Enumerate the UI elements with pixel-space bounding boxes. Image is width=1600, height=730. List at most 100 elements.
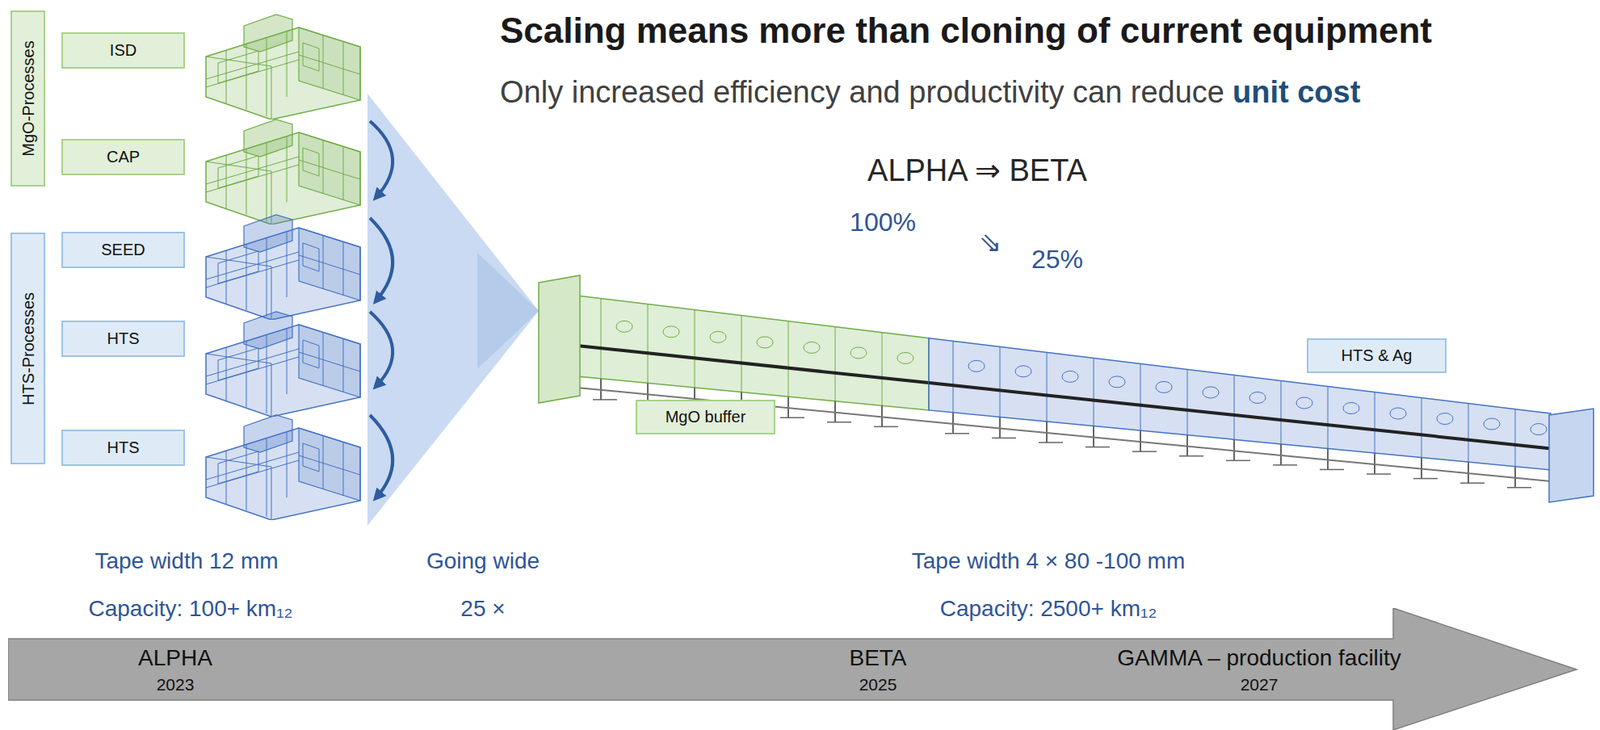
machine-foot — [1460, 482, 1485, 484]
machine-part — [968, 360, 985, 372]
machine-part — [1374, 392, 1376, 454]
machine-part — [999, 346, 1001, 417]
end-cabinet — [1549, 408, 1594, 503]
section-label: MgO buffer — [635, 399, 776, 435]
machine-part — [1327, 386, 1329, 450]
machine-part — [616, 320, 633, 332]
process-box: HTS — [61, 429, 185, 467]
machine-part — [1421, 398, 1423, 458]
machine-foot — [873, 426, 899, 429]
machine-foot — [1272, 464, 1298, 467]
machine-part — [1062, 370, 1079, 383]
machine-foot — [1085, 446, 1110, 449]
machine-part — [1468, 403, 1470, 463]
box-label: HTS — [107, 329, 140, 349]
machine-part — [1249, 391, 1266, 404]
tape-rail — [576, 345, 929, 383]
machine-cap — [205, 119, 361, 225]
process-box: HTS — [61, 320, 185, 357]
group-band: MgO-Processes — [10, 10, 46, 187]
process-box: CAP — [61, 138, 185, 176]
machine-part — [850, 347, 867, 359]
machine-part — [1530, 424, 1547, 436]
machine-part — [881, 332, 883, 407]
phase-name: GAMMA – production facility — [1117, 645, 1402, 672]
machine-part — [835, 327, 836, 402]
timeline-arrow: ALPHA 2023 BETA 2025 GAMMA – production faci… — [8, 608, 1584, 730]
machine-part — [788, 321, 790, 397]
tape-rail — [928, 382, 1551, 449]
machine-hts — [205, 415, 361, 521]
note-label: 25 × — [460, 596, 505, 622]
end-cabinet — [538, 275, 580, 404]
machine-foot — [1132, 450, 1157, 453]
machine-part — [1108, 376, 1126, 388]
machine-foot — [1179, 455, 1204, 458]
section-label: HTS & Ag — [1306, 338, 1447, 374]
flow-arrow — [369, 415, 393, 498]
production-line — [538, 275, 1594, 503]
subtitle: Only increased efficiency and productivi… — [499, 75, 1225, 110]
machine-part — [1202, 386, 1219, 399]
note-label: Capacity: 100+ km₁₂ — [88, 596, 294, 622]
box-label: ISD — [109, 41, 137, 60]
machine-foot — [1366, 473, 1391, 475]
machine-part — [647, 304, 649, 384]
machine-part — [1046, 352, 1048, 422]
machine-part — [803, 341, 820, 353]
band-label: HTS-Processes — [18, 291, 38, 405]
machine-part — [1515, 409, 1517, 467]
band-label: MgO-Processes — [18, 40, 38, 156]
subtitle-row: Only increased efficiency and productivi… — [499, 75, 1361, 110]
machine-part — [1187, 369, 1189, 436]
flow-arrow — [369, 218, 393, 301]
box-label: MgO buffer — [665, 407, 747, 427]
funnel-chevron — [477, 252, 539, 370]
machine-part — [709, 331, 727, 343]
note-label: Capacity: 2500+ km₁₂ — [940, 596, 1158, 622]
note-label: ⇘ — [978, 226, 1003, 259]
year: 2023 — [156, 675, 195, 695]
note-label: Tape width 4 × 80 -100 mm — [911, 548, 1186, 575]
machine-part — [1483, 418, 1500, 430]
machine-part — [1093, 357, 1095, 426]
machine-part — [897, 352, 914, 364]
machine-foot — [1038, 441, 1063, 444]
box-label: HTS — [107, 438, 140, 458]
note-label: 25% — [1031, 244, 1084, 275]
process-box: ISD — [61, 32, 185, 69]
note-label: ALPHA ⇒ BETA — [867, 152, 1088, 189]
phase-name: BETA — [848, 645, 907, 672]
subtitle-emphasis: unit cost — [1232, 75, 1361, 110]
flow-arrow — [369, 311, 393, 387]
machine-part — [694, 310, 696, 388]
machine-foot — [1413, 478, 1438, 480]
machine-foot — [780, 416, 805, 419]
machine-foot — [944, 432, 970, 435]
machine-part — [756, 336, 773, 349]
year: 2025 — [859, 675, 898, 695]
funnel — [367, 93, 539, 526]
machine-part — [953, 340, 954, 412]
machine-part — [1343, 402, 1360, 414]
machine-seed — [205, 214, 361, 320]
machine-isd — [205, 14, 361, 120]
box-label: SEED — [100, 240, 145, 260]
note-label: Tape width 12 mm — [94, 548, 278, 575]
box-label: CAP — [106, 147, 140, 167]
machine-part — [600, 298, 602, 379]
flow-arrow — [369, 121, 393, 198]
line-section — [928, 338, 1551, 471]
machine-foot — [592, 398, 618, 401]
machine-foot — [827, 421, 852, 424]
note-label: 100% — [849, 207, 916, 238]
machine-foot — [991, 437, 1017, 440]
machine-part — [1296, 397, 1313, 409]
machine-part — [663, 326, 680, 338]
phase-name: ALPHA — [138, 645, 213, 672]
machine-part — [1280, 381, 1282, 445]
box-label: HTS & Ag — [1341, 346, 1413, 366]
timeline-arrow-shape — [8, 608, 1577, 730]
machine-foot — [1319, 469, 1344, 471]
